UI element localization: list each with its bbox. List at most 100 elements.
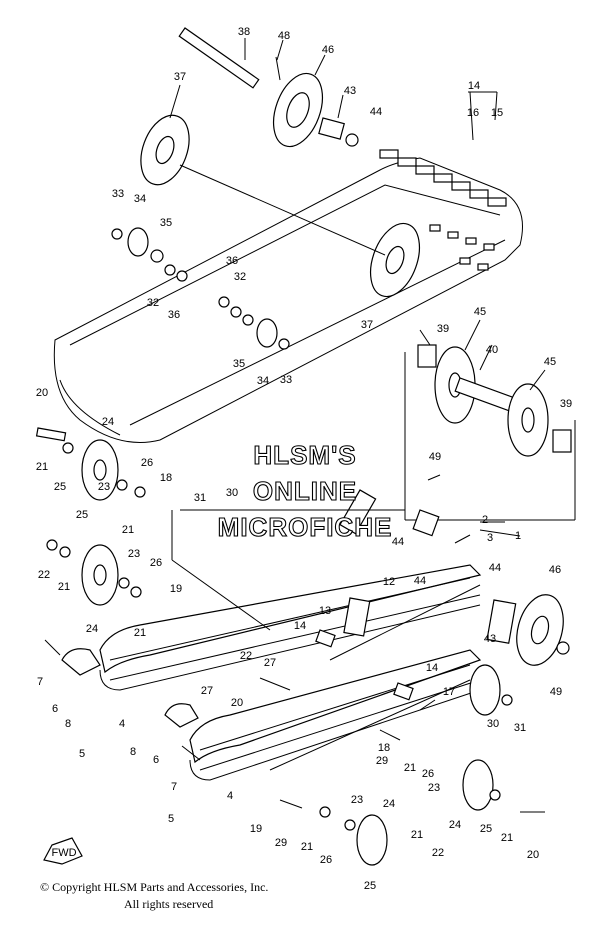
callout-38b: 37 bbox=[361, 319, 373, 331]
suspension-arm bbox=[315, 489, 440, 701]
rear-axle-assembly bbox=[178, 27, 359, 148]
callout-29: 27 bbox=[264, 657, 276, 669]
callout-22: 20 bbox=[36, 387, 48, 399]
callout-48: 49 bbox=[429, 451, 441, 463]
callout-33: 32 bbox=[234, 271, 246, 283]
callout-3: 3 bbox=[487, 532, 493, 544]
callout-44b: 45 bbox=[544, 356, 556, 368]
callout-31: 30 bbox=[226, 487, 238, 499]
callout-23g: 21 bbox=[501, 832, 513, 844]
callout-32b: 31 bbox=[514, 722, 526, 734]
callout-18: 16 bbox=[467, 107, 479, 119]
callout-5: 5 bbox=[79, 748, 85, 760]
callout-15: 17 bbox=[443, 686, 455, 698]
watermark: HLSM'S ONLINE MICROFICHE bbox=[217, 439, 393, 542]
callout-47: 48 bbox=[278, 30, 290, 42]
callout-46: 49 bbox=[550, 686, 562, 698]
idler-wheel-upper bbox=[140, 114, 190, 186]
callout-1: 1 bbox=[515, 530, 521, 542]
callout-16: 14 bbox=[468, 80, 480, 92]
callout-27d: 25 bbox=[364, 880, 376, 892]
watermark-line1: HLSM'S bbox=[253, 440, 356, 470]
callout-35b: 34 bbox=[257, 375, 269, 387]
callout-23d: 21 bbox=[134, 627, 146, 639]
callout-8b: 8 bbox=[130, 746, 136, 758]
callout-14b: 14 bbox=[426, 662, 438, 674]
callout-25b: 23 bbox=[128, 548, 140, 560]
rights-text: All rights reserved bbox=[124, 897, 214, 911]
watermark-line2: ONLINE bbox=[253, 476, 357, 506]
callout-43: 44 bbox=[370, 106, 382, 118]
callout-33b: 32 bbox=[147, 297, 159, 309]
callout-25c: 23 bbox=[428, 782, 440, 794]
callout-23h: 21 bbox=[301, 841, 313, 853]
callout-24b: 22 bbox=[240, 650, 252, 662]
callout-34: 33 bbox=[112, 188, 124, 200]
callout-45b: 46 bbox=[549, 564, 561, 576]
bolts bbox=[259, 474, 545, 813]
callout-40: 39 bbox=[437, 323, 449, 335]
callout-25d: 23 bbox=[351, 794, 363, 806]
callout-28c: 26 bbox=[422, 768, 434, 780]
callout-labels: 38 48 46 43 44 37 14 16 15 33 34 35 36 3… bbox=[36, 26, 572, 892]
watermark-line3: MICROFICHE bbox=[218, 512, 393, 542]
copyright-text: © Copyright HLSM Parts and Accessories, … bbox=[40, 880, 269, 894]
callout-31b: 30 bbox=[487, 718, 499, 730]
leader-lines bbox=[169, 38, 546, 771]
callout-24: 22 bbox=[38, 569, 50, 581]
bearing-set-upper bbox=[111, 227, 290, 350]
callout-7: 7 bbox=[37, 676, 43, 688]
left-wheel-set-lower bbox=[46, 539, 142, 606]
callout-30b: 29 bbox=[275, 837, 287, 849]
callout-40b: 39 bbox=[560, 398, 572, 410]
callout-37b: 36 bbox=[168, 309, 180, 321]
callout-13: 13 bbox=[319, 605, 331, 617]
callout-23f: 21 bbox=[411, 829, 423, 841]
idler-wheel-mid bbox=[369, 222, 421, 298]
track-cleats bbox=[379, 149, 507, 271]
callout-35: 34 bbox=[134, 193, 146, 205]
callout-20b: 19 bbox=[250, 823, 262, 835]
callout-28b: 26 bbox=[150, 557, 162, 569]
callout-8: 8 bbox=[65, 718, 71, 730]
callout-20: 19 bbox=[170, 583, 182, 595]
callout-21: 20 bbox=[231, 697, 243, 709]
left-wheel-set-upper bbox=[35, 427, 146, 501]
callout-23: 21 bbox=[36, 461, 48, 473]
front-axle-assembly bbox=[404, 344, 576, 521]
callout-6: 6 bbox=[52, 703, 58, 715]
callout-26: 24 bbox=[102, 416, 114, 428]
callout-28: 26 bbox=[141, 457, 153, 469]
callout-29b: 27 bbox=[201, 685, 213, 697]
callout-26b: 24 bbox=[86, 623, 98, 635]
callout-34b: 33 bbox=[280, 374, 292, 386]
callout-4b: 4 bbox=[227, 790, 233, 802]
callout-2: 2 bbox=[482, 514, 488, 526]
callout-26c: 24 bbox=[383, 798, 395, 810]
callout-19: 18 bbox=[160, 472, 172, 484]
rail-tips bbox=[44, 639, 201, 761]
slide-rail-right bbox=[189, 649, 482, 781]
callout-42: 43 bbox=[344, 85, 356, 97]
callout-39: 38 bbox=[238, 26, 250, 38]
callout-44: 45 bbox=[474, 306, 486, 318]
callout-5b: 5 bbox=[168, 813, 174, 825]
callout-27c: 25 bbox=[480, 823, 492, 835]
callout-36b: 35 bbox=[233, 358, 245, 370]
callout-43c: 44 bbox=[414, 575, 426, 587]
fwd-arrow-icon: FWD bbox=[43, 837, 83, 865]
fwd-label: FWD bbox=[51, 847, 76, 859]
callout-24c: 22 bbox=[432, 847, 444, 859]
rear-rail-wheels bbox=[319, 594, 570, 866]
callout-30: 29 bbox=[376, 755, 388, 767]
callout-28d: 26 bbox=[320, 854, 332, 866]
callout-45: 46 bbox=[322, 44, 334, 56]
callout-37: 36 bbox=[226, 255, 238, 267]
callout-17: 15 bbox=[491, 107, 503, 119]
callout-14: 14 bbox=[294, 620, 306, 632]
callout-43b: 44 bbox=[392, 536, 404, 548]
callout-23e: 21 bbox=[404, 762, 416, 774]
callout-19b: 18 bbox=[378, 742, 390, 754]
callout-32: 31 bbox=[194, 492, 206, 504]
